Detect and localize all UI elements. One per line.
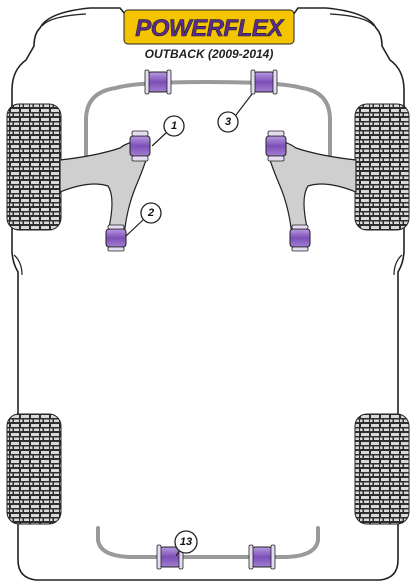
bush-rear-arb-right [248,544,276,570]
front-anti-roll-bar [84,79,332,167]
car-body-outline [11,7,405,581]
callout-2-label: 2 [147,207,154,219]
leader-1 [151,132,167,147]
bush-front-arm-left [129,130,151,162]
callout-1[interactable]: 1 [163,115,185,137]
callout-3-label: 3 [225,116,231,128]
front-left-tyre [6,103,62,231]
callout-1-label: 1 [171,120,177,132]
model-title: OUTBACK (2009-2014) [145,47,274,61]
rear-anti-roll-bar [96,526,320,559]
callout-13-label: 13 [180,536,192,548]
bush-rear-arm-right [289,224,311,252]
body-edge-right [393,254,403,276]
right-control-arm [269,141,357,239]
bush-front-arm-right [265,130,287,162]
bush-rear-arm-left [105,224,127,252]
leader-2 [125,219,144,237]
powerflex-logo: POWERFLEX [123,9,295,45]
rear-left-tyre [6,413,62,525]
callout-2[interactable]: 2 [140,202,162,224]
bush-front-arb-left [144,69,172,95]
left-control-arm [59,141,147,239]
brand-name: POWERFLEX [135,15,285,42]
bush-front-arb-right [250,69,278,95]
body-inner-line-left [41,13,87,27]
body-inner-line-right [329,13,375,27]
rear-right-tyre [354,413,410,525]
callout-3[interactable]: 3 [217,111,239,133]
callout-13[interactable]: 13 [174,530,198,554]
front-right-tyre [354,103,410,231]
body-edge-left [13,254,23,276]
leader-3 [235,93,253,116]
